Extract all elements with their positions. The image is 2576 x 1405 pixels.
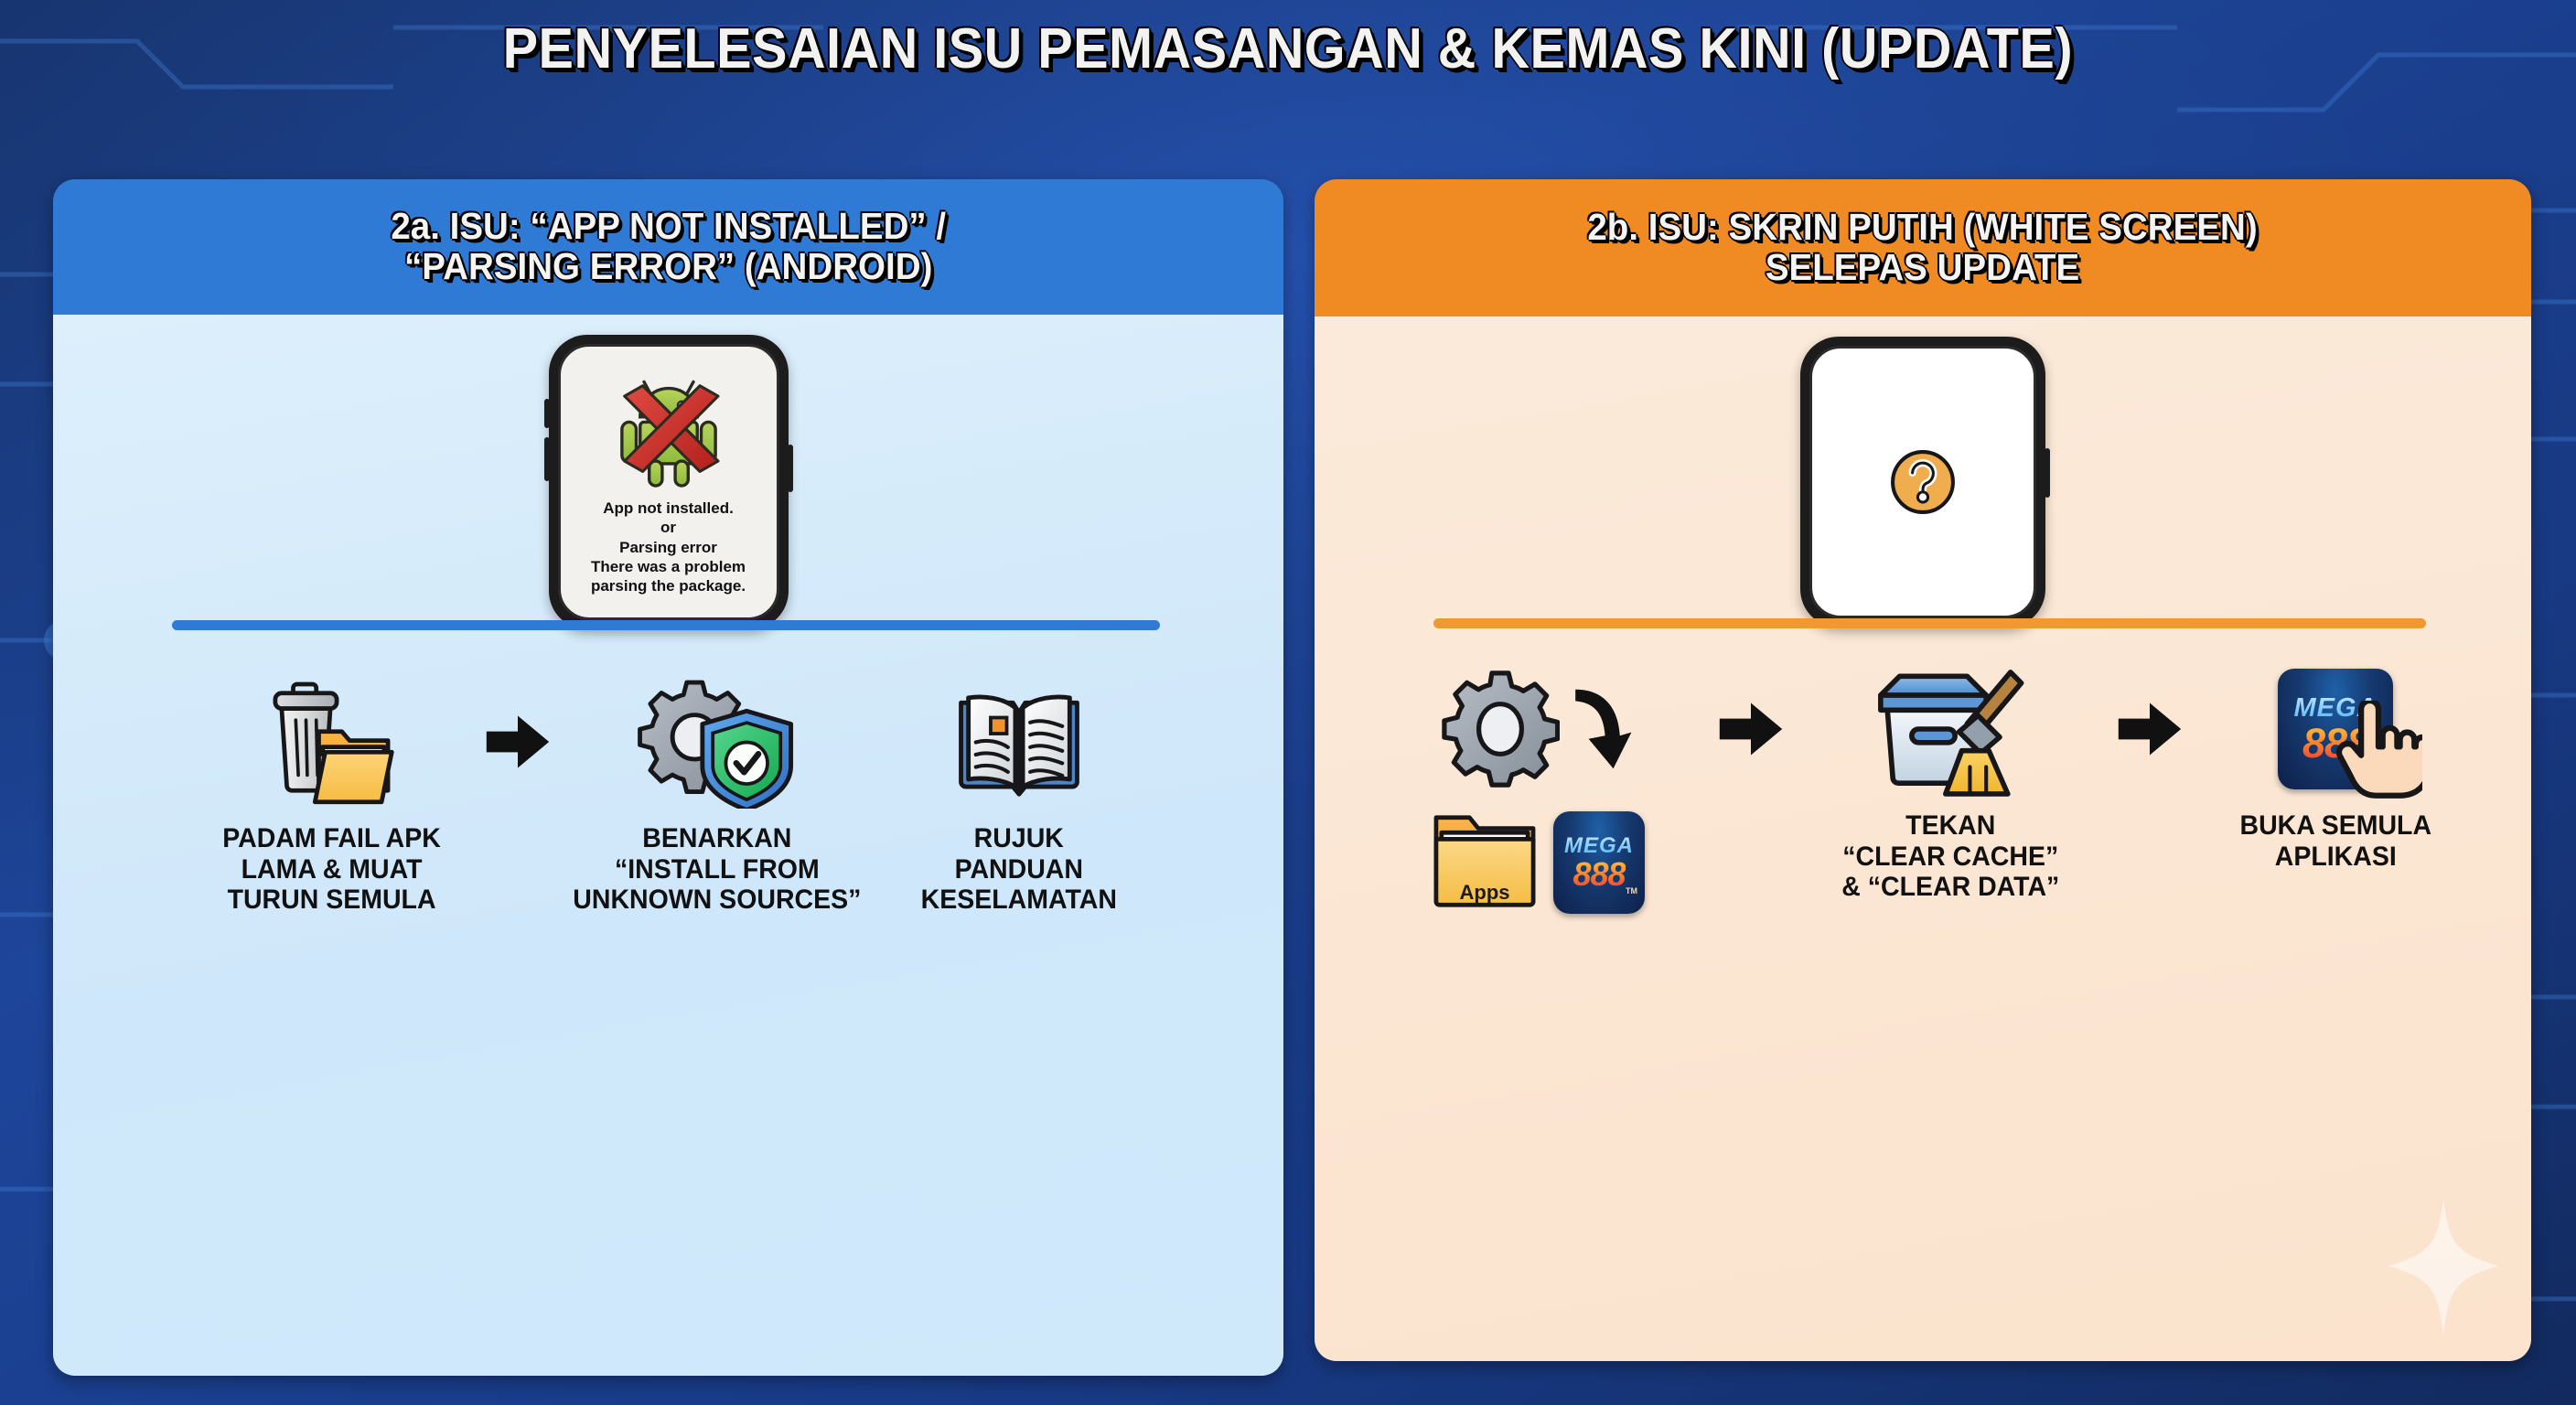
section-divider-2b	[1433, 618, 2426, 628]
panel-header-title-2a: 2a. ISU: “APP NOT INSTALLED” / “PARSING …	[391, 204, 946, 287]
phone-volume-up-button	[543, 399, 550, 428]
step-open-settings-apps[interactable]: Apps MEGA 888 TM	[1359, 660, 1716, 914]
trademark-symbol: TM	[1626, 886, 1637, 896]
storage-bin-broom-icon	[1878, 670, 2024, 797]
step-icons-group: MEGA 888 TM	[2278, 660, 2422, 799]
mega888-wordmark: MEGA	[1564, 832, 1634, 858]
arrow-right-icon	[1716, 660, 1786, 798]
trash-can-icon	[273, 681, 394, 805]
apps-folder-label: Apps	[1459, 881, 1510, 904]
step-label: BENARKAN “INSTALL FROM UNKNOWN SOURCES”	[572, 823, 862, 916]
android-robot-crossed-out-icon	[619, 380, 720, 488]
page-title-wrapper: PENYELESAIAN ISU PEMASANGAN & KEMAS KINI…	[0, 16, 2576, 81]
step-label: TEKAN “CLEAR CACHE” & “CLEAR DATA”	[1841, 810, 2060, 903]
question-mark-circle-icon	[1891, 450, 1955, 514]
gear-shield-check-icon	[638, 680, 794, 809]
page-title: PENYELESAIAN ISU PEMASANGAN & KEMAS KINI…	[502, 17, 2074, 80]
step-label: PADAM FAIL APK LAMA & MUAT TURUN SEMULA	[222, 823, 441, 916]
phone-power-button	[787, 445, 793, 492]
mega888-app-icon[interactable]: MEGA 888 TM	[1553, 811, 1645, 914]
panel-header-title-2b: 2b. ISU: SKRIN PUTIH (WHITE SCREEN) SELE…	[1587, 205, 2259, 288]
step-clear-cache-data[interactable]: TEKAN “CLEAR CACHE” & “CLEAR DATA”	[1786, 660, 2115, 903]
arrow-curve-down-icon	[1575, 689, 1632, 769]
step-icons-group	[632, 673, 801, 810]
phone-screen-android-error: App not installed. or Parsing error Ther…	[557, 344, 779, 620]
step-reopen-app[interactable]: MEGA 888 TM BUKA SEMULA APLIKASI	[2184, 660, 2486, 872]
gear-icon	[1442, 670, 1560, 788]
pointing-hand-icon	[2335, 701, 2422, 799]
mega888-number: 888	[1572, 854, 1626, 893]
panel-body-2b: Apps MEGA 888 TM	[1315, 316, 2531, 1361]
panel-card-2b: 2b. ISU: SKRIN PUTIH (WHITE SCREEN) SELE…	[1315, 179, 2531, 1361]
phone-screen-white	[1809, 346, 2036, 618]
step-label: BUKA SEMULA APLIKASI	[2239, 810, 2431, 872]
step-allow-unknown-sources[interactable]: BENARKAN “INSTALL FROM UNKNOWN SOURCES”	[553, 673, 882, 916]
panel-header-2b: 2b. ISU: SKRIN PUTIH (WHITE SCREEN) SELE…	[1315, 179, 2531, 316]
phone-volume-down-button	[543, 437, 550, 481]
step-icons-group	[950, 673, 1088, 810]
sparkle-icon	[2388, 1198, 2498, 1335]
phone-mockup-white-screen	[1800, 337, 2050, 627]
phone-power-button	[2045, 448, 2050, 498]
step-refer-safety-guide[interactable]: RUJUK PANDUAN KESELAMATAN	[882, 673, 1156, 916]
apps-and-mega-group: Apps MEGA 888 TM	[1431, 807, 1645, 914]
phone-mockup-android-error: App not installed. or Parsing error Ther…	[543, 335, 793, 629]
panel-card-2a: 2a. ISU: “APP NOT INSTALLED” / “PARSING …	[53, 179, 1283, 1376]
arrow-right-icon	[483, 673, 553, 810]
step-icons-group	[252, 673, 412, 810]
step-delete-old-apk[interactable]: PADAM FAIL APK LAMA & MUAT TURUN SEMULA	[181, 673, 483, 916]
apps-folder-icon: Apps	[1431, 807, 1539, 914]
steps-row-2b: Apps MEGA 888 TM	[1315, 660, 2531, 914]
panel-body-2a: App not installed. or Parsing error Ther…	[53, 315, 1283, 1376]
android-error-message: App not installed. or Parsing error Ther…	[590, 499, 746, 595]
steps-row-2a: PADAM FAIL APK LAMA & MUAT TURUN SEMULA	[53, 673, 1283, 916]
panel-header-2a: 2a. ISU: “APP NOT INSTALLED” / “PARSING …	[53, 179, 1283, 315]
step-icons-group	[1441, 660, 1635, 798]
arrow-right-icon	[2115, 660, 2184, 798]
open-book-icon	[958, 694, 1079, 797]
step-label: RUJUK PANDUAN KESELAMATAN	[920, 823, 1117, 916]
section-divider-2a	[172, 620, 1160, 630]
shield-check-icon	[700, 708, 794, 809]
step-icons-group	[1873, 660, 2028, 798]
